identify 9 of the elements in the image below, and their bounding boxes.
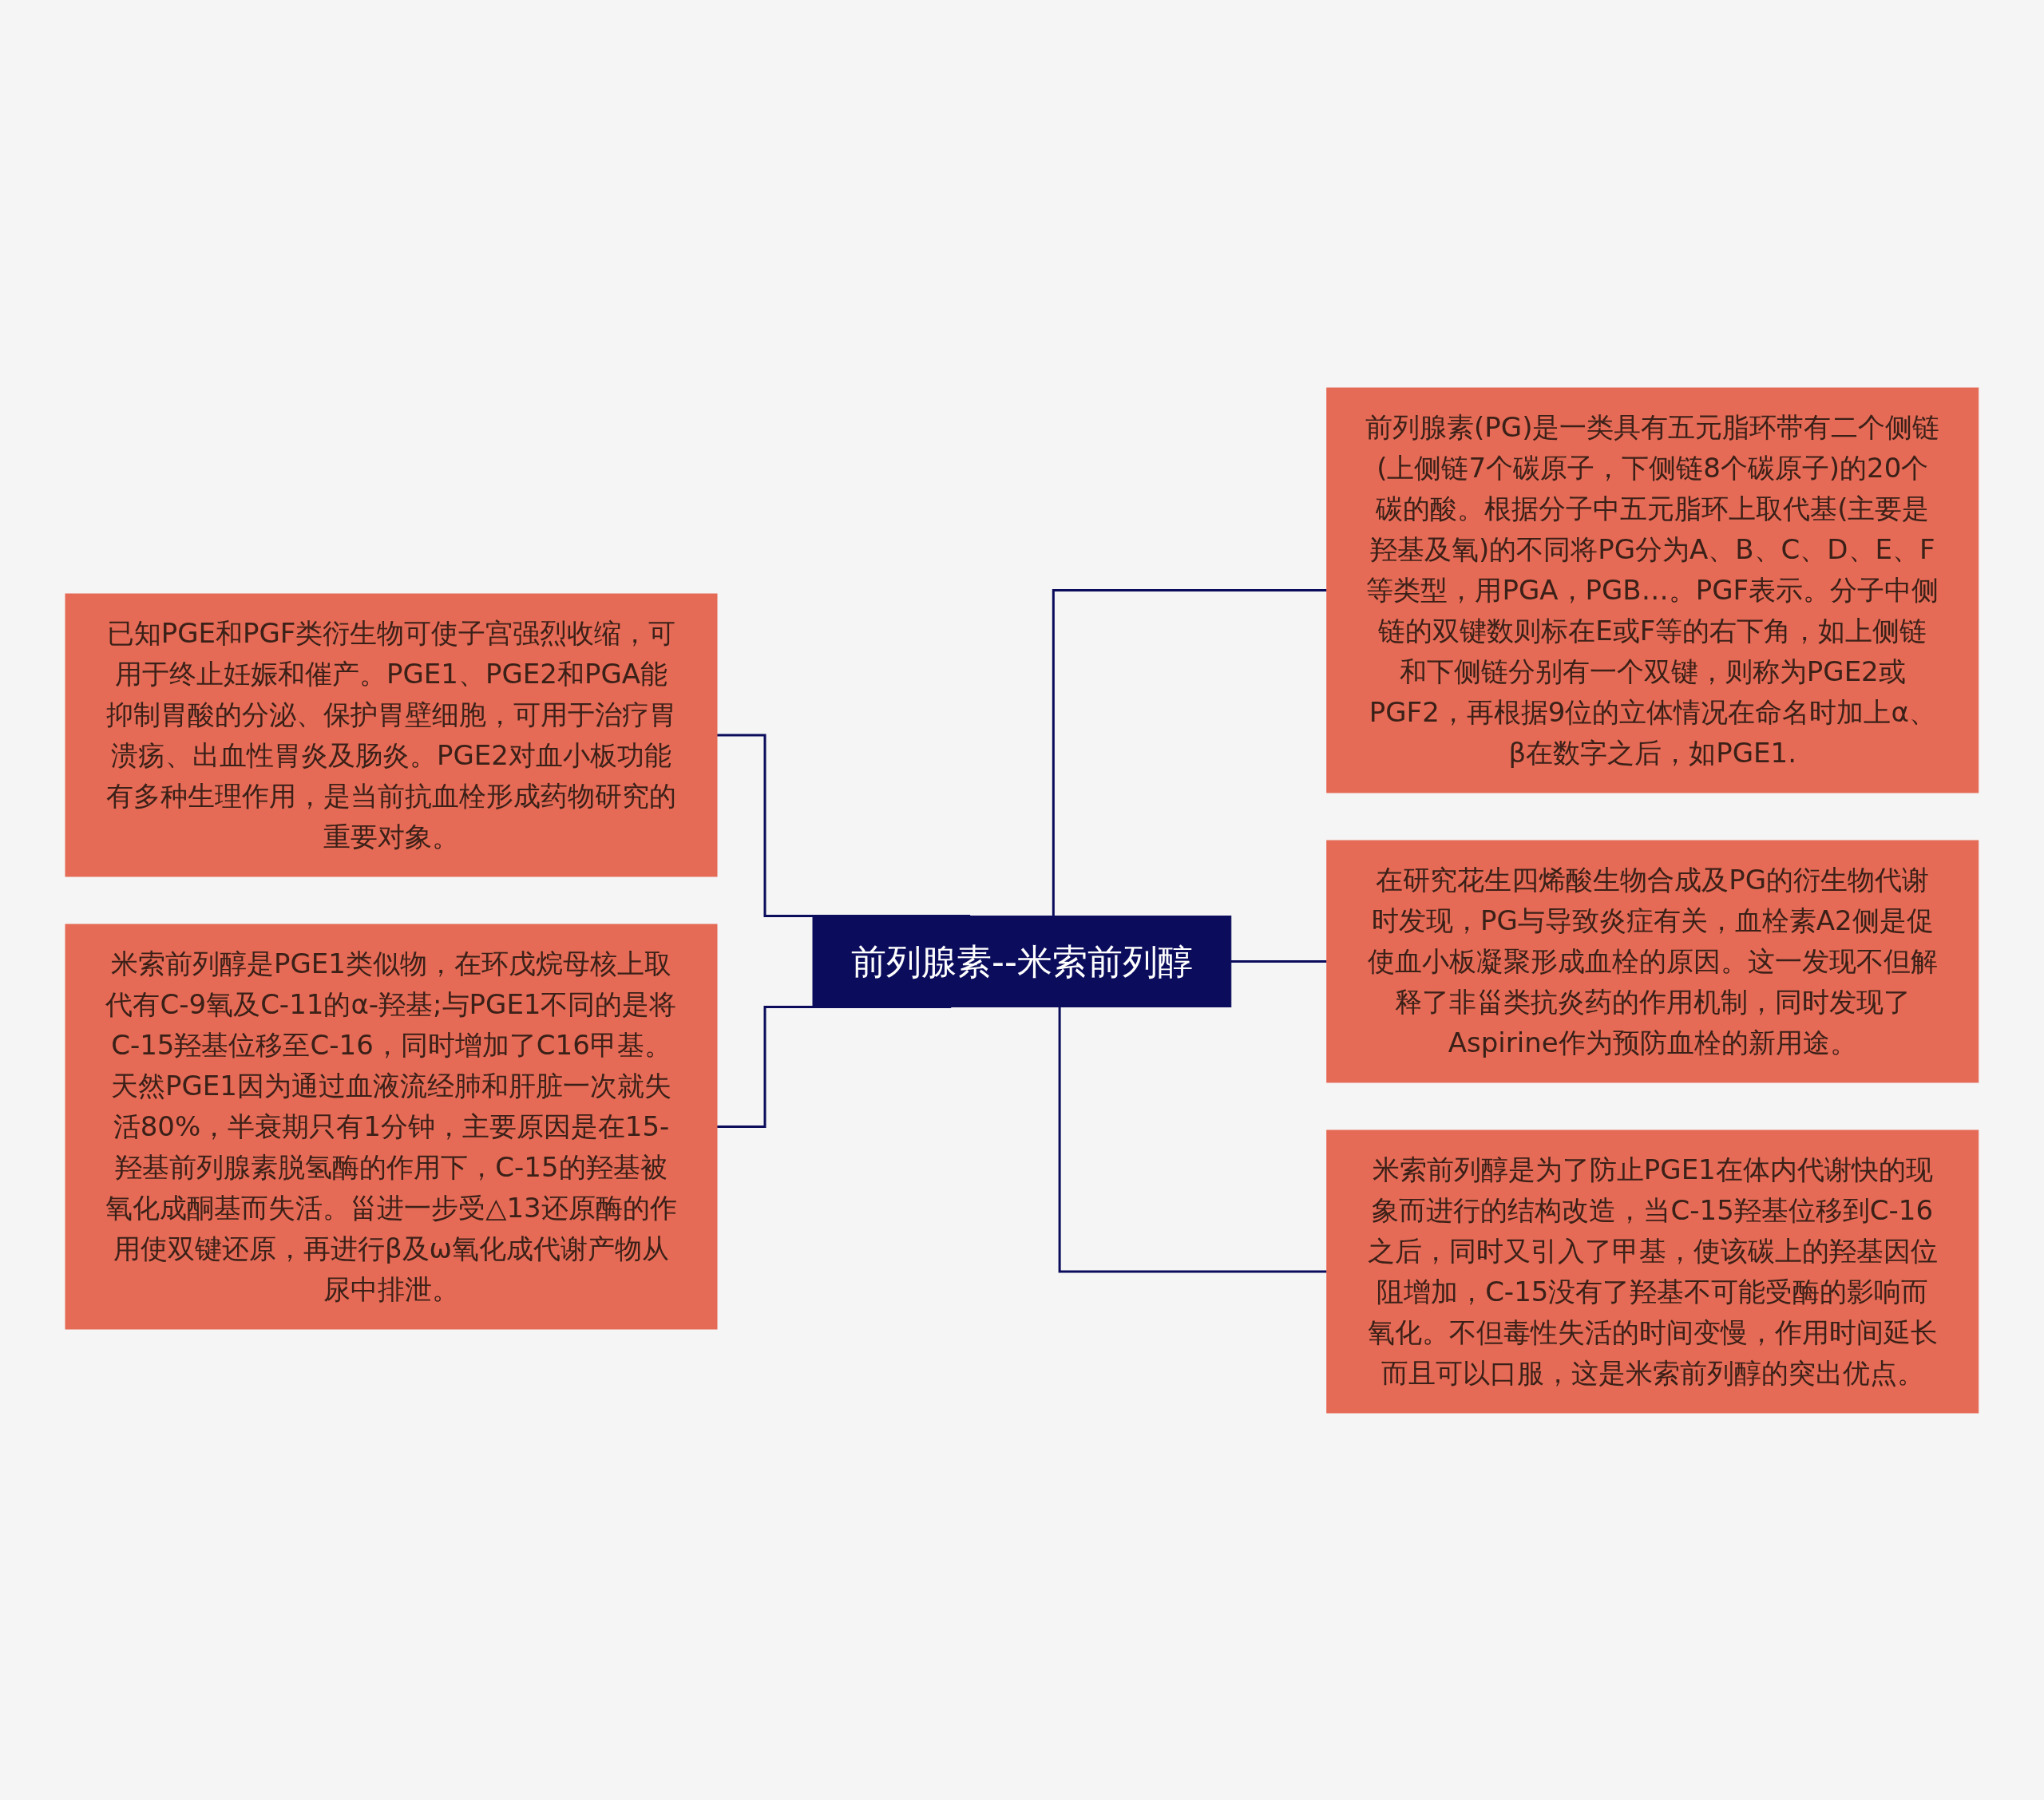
node-box: 已知PGE和PGF类衍生物可使子宫强烈收缩，可用于终止妊娠和催产。PGE1、PGE2和PGA能抑制胃酸的分泌、保护胃壁细胞，可用于治疗胃溃疡、出血性胃炎及肠炎。PGE2对血小板功能有多种生理作用，是当前抗血栓形成药物研究的重要对象。: [65, 593, 718, 876]
connector: [1058, 1007, 1327, 1272]
node-box: 前列腺素(PG)是一类具有五元脂环带有二个侧链(上侧链7个碳原子，下侧链8个碳原子)的20个碳的酸。根据分子中五元脂环上取代基(主要是羟基及氧)的不同将PG分为A、B、C、D、E、F等类型，用PGA，PGB…。PGF表示。分子中侧链的双键数则标在E或F等的右下角，如上侧链和下侧链分别有一个双键，则称为PGE2或PGF2，再根据9位的立体情况在命名时加上α、β在数字之后，如PGE1.: [1326, 387, 1979, 793]
node-box: 米索前列醇是PGE1类似物，在环戊烷母核上取代有C-9氧及C-11的α-羟基;与PGE1不同的是将C-15羟基位移至C-16，同时增加了C16甲基。天然PGE1因为通过血液流经肺和肝脏一次就失活80%，半衰期只有1分钟，主要原因是在15-羟基前列腺素脱氢酶的作用下，C-15的羟基被氧化成酮基而失活。甾进一步受△13还原酶的作用使双键还原，再进行β及ω氧化成代谢产物从尿中排泄。: [65, 924, 718, 1329]
node-box: 在研究花生四烯酸生物合成及PG的衍生物代谢时发现，PG与导致炎症有关，血栓素A2侧是促使血小板凝聚形成血栓的原因。这一发现不但解释了非甾类抗炎药的作用机制，同时发现了Aspirine作为预防血栓的新用途。: [1326, 840, 1979, 1082]
node-box: 米索前列醇是为了防止PGE1在体内代谢快的现象而进行的结构改造，当C-15羟基位移到C-16之后，同时又引入了甲基，使该碳上的羟基因位阻增加，C-15没有了羟基不可能受酶的影响而氧化。不但毒性失活的时间变慢，作用时间延长而且可以口服，这是米索前列醇的突出优点。: [1326, 1129, 1979, 1413]
connector: [1230, 959, 1327, 963]
connector: [1052, 588, 1327, 916]
node-box: 前列腺素--米索前列醇: [812, 915, 1232, 1007]
